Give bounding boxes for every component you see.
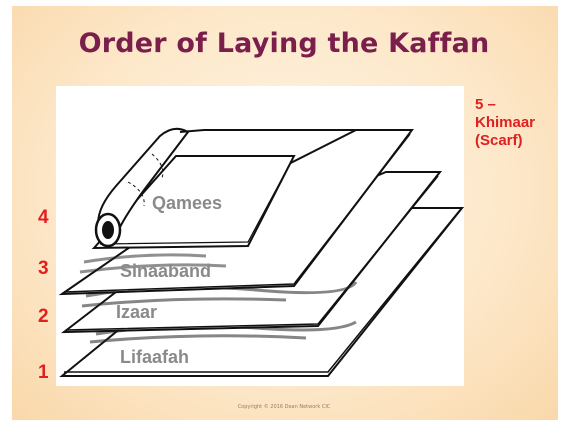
- khimaar-subtitle: (Scarf): [475, 132, 523, 149]
- kaffan-layers-drawing: [58, 127, 464, 377]
- khimaar-number: 5 –: [475, 96, 496, 113]
- khimaar-name: Khimaar: [475, 114, 536, 131]
- layer-number-1: 1: [38, 362, 49, 383]
- layer-number-4: 4: [38, 207, 49, 228]
- copyright-notice: Copyright © 2016 Dean Network CIC: [237, 404, 331, 410]
- layer-label-sinaaband: Sinaaband: [120, 261, 212, 281]
- layer-label-lifaafah: Lifaafah: [120, 347, 190, 367]
- layer-number-3: 3: [38, 258, 49, 279]
- layer-number-2: 2: [38, 306, 49, 327]
- khimaar-caption: 5 – Khimaar (Scarf): [475, 96, 565, 150]
- lifaafah-sheet-edge: [64, 209, 461, 373]
- khimaar-roll: [97, 127, 190, 237]
- slide-title: Order of Laying the Kaffan: [78, 28, 490, 59]
- layer-label-izaar: Izaar: [116, 302, 158, 322]
- qamees-sheet: [91, 155, 296, 250]
- khimaar-sheet: [179, 129, 382, 133]
- kaffan-illustration: [56, 86, 464, 386]
- layer-label-qamees: Qamees: [152, 193, 223, 213]
